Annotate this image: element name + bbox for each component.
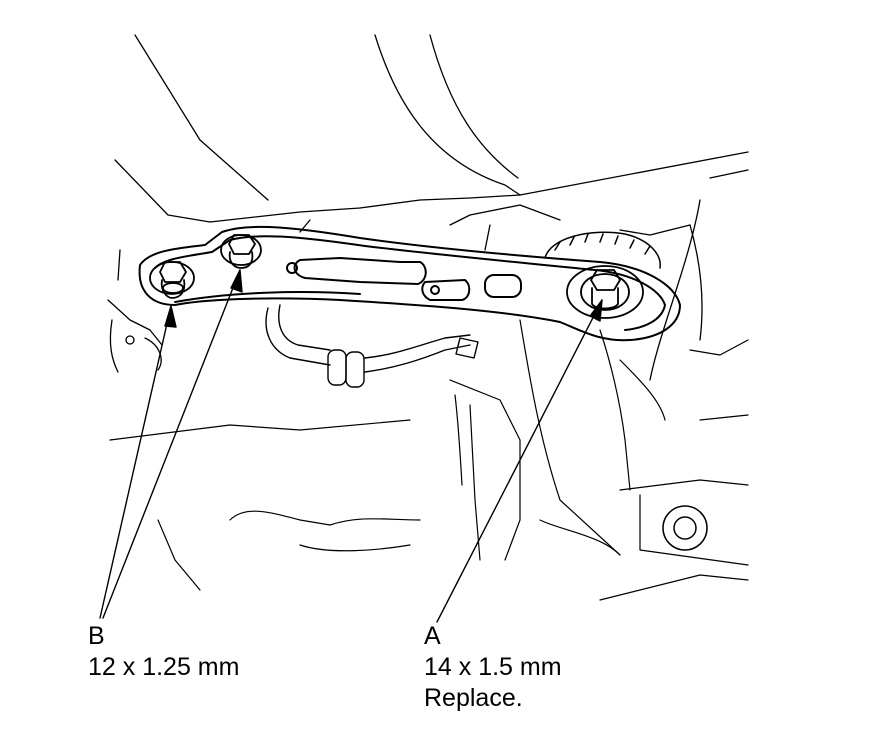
spring-seat (544, 231, 661, 269)
bolt-b-outer (149, 261, 195, 299)
subframe-lines (109, 319, 749, 601)
bolt-b-inner (220, 234, 262, 269)
callout-b-letter: B (88, 622, 105, 650)
callout-a-note: Replace. (424, 684, 523, 712)
hose-clamp-left (327, 349, 347, 386)
control-arm (138, 225, 681, 342)
left-bracket (107, 299, 163, 373)
callout-a: A 14 x 1.5 mm Replace. (424, 621, 562, 714)
hose-assembly (265, 304, 479, 388)
leader-lines (99, 269, 603, 623)
callout-a-size: 14 x 1.5 mm (424, 653, 562, 681)
callout-b: B 12 x 1.25 mm (88, 621, 239, 683)
callout-b-size: 12 x 1.25 mm (88, 653, 240, 681)
knuckle-boss (662, 505, 708, 551)
arm-slot (293, 257, 427, 285)
arrowhead-b-outer (164, 305, 177, 328)
body-panel-lines (114, 34, 749, 381)
callout-a-letter: A (424, 622, 441, 650)
arrowhead-a (589, 299, 603, 322)
hose-clamp-right (345, 351, 365, 388)
arrowhead-b-inner (230, 269, 243, 293)
bolt-a (566, 265, 644, 319)
